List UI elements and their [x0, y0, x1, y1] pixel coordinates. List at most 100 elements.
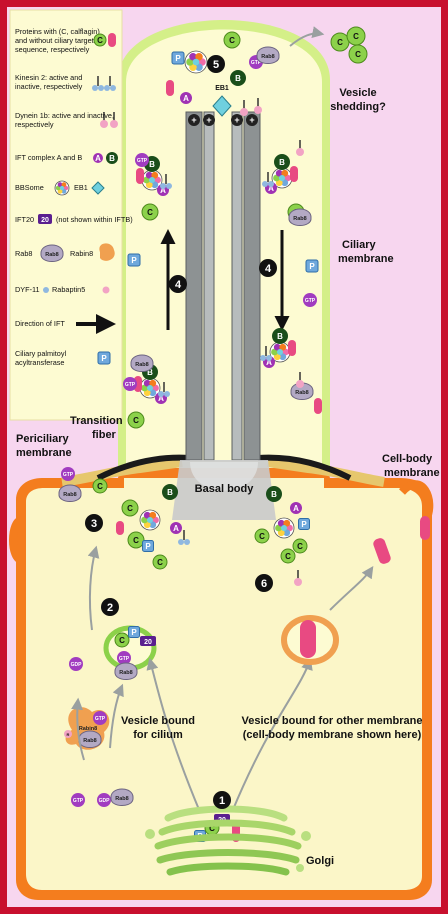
dynein [296, 372, 304, 388]
protein-no-cts [136, 168, 144, 184]
periciliary-label-1: Periciliary [16, 433, 69, 445]
protein-c-letter: C [97, 36, 103, 45]
gtp-letter: GDP [71, 662, 83, 668]
ift-b-complex: B [162, 484, 178, 500]
step-1-label: 1 [219, 795, 225, 807]
palmitoyl-transferase: P [97, 351, 111, 365]
legend-rabin8-blob [99, 243, 115, 261]
bbsome [54, 180, 70, 196]
protein-c-letter: C [353, 32, 359, 41]
cilioplasm [126, 29, 322, 468]
protein-c-letter: C [133, 416, 139, 425]
ift-b-complex: B [266, 486, 282, 502]
transition-fiber-label-2: fiber [92, 429, 117, 441]
step-marker-6: 6 [255, 574, 273, 592]
legend-eb1: EB1 [74, 183, 88, 192]
vesicle-other-membrane [281, 615, 339, 665]
step-marker-2: 2 [101, 598, 119, 616]
rab8-letter: Rab8 [119, 670, 132, 676]
step-2-label: 2 [107, 602, 113, 614]
ift-a-complex: A [157, 184, 169, 196]
gtp-rab8: GTP [71, 793, 85, 807]
calflagin-protein: C [280, 548, 296, 564]
calflagin-protein: C [141, 203, 159, 221]
calflagin-protein: C [121, 499, 139, 517]
gtp-letter: GTP [137, 158, 148, 164]
calflagin-protein: C [92, 478, 108, 494]
basal-body-label: Basal body [195, 483, 255, 495]
rab8-letter: Rab8 [295, 390, 308, 396]
bbsome [141, 169, 163, 191]
step-marker-1: 1 [213, 791, 231, 809]
ift-train: BA [260, 328, 296, 368]
step-3-label: 3 [91, 518, 97, 530]
step-4a-label: 4 [175, 279, 182, 291]
golgi-label: Golgi [306, 855, 334, 867]
ift-a-complex: A [180, 92, 192, 104]
legend-ift20-note: (not shown within IFTB) [56, 215, 133, 224]
protein-c-letter: C [157, 558, 163, 567]
vesicle-other-label-2: (cell-body membrane shown here) [243, 729, 422, 741]
kinesin [92, 76, 104, 91]
ift-b-letter: B [147, 368, 153, 377]
legend-dynein: Dynein 1b: active and inactive,respectiv… [15, 111, 114, 129]
ift-a-complex: A [155, 392, 167, 404]
gtp-letter: GTP [119, 656, 130, 662]
gtp-letter: GTP [95, 716, 106, 722]
step-5-label: 5 [213, 59, 219, 71]
svg-text:+: + [206, 115, 211, 125]
ift-a-complex: A [263, 356, 275, 368]
calflagin-protein: C [93, 33, 107, 47]
ift-a-letter: A [293, 504, 299, 513]
protein-c-letter: C [119, 636, 125, 645]
legend-ift: IFT complex A and B [15, 153, 82, 162]
gtp-rab8: GTP [93, 711, 107, 725]
step-6-label: 6 [261, 578, 267, 590]
kinesin [260, 346, 272, 361]
bbsome [139, 509, 161, 531]
calflagin-protein: C [223, 31, 241, 49]
ciliary-membrane-label-2: membrane [338, 253, 394, 265]
ift-a-complex: A [170, 522, 182, 534]
palmitoyl-letter: P [101, 354, 107, 363]
kinesin [178, 530, 190, 545]
ift-b-letter: B [235, 74, 241, 83]
palmitoyl-transferase: P [142, 540, 154, 552]
ift-train: BA [262, 154, 298, 194]
gtp-rab8: GTP [61, 467, 75, 481]
step-marker-3: 3 [85, 514, 103, 532]
step-marker-4-right: 4 [259, 259, 277, 277]
gtp-letter: GTP [251, 60, 262, 66]
ift20-badge-text: 20 [144, 639, 152, 646]
gtp-letter: GTP [305, 298, 316, 304]
calflagin-protein: C [127, 531, 145, 549]
calflagin-protein: C [254, 528, 270, 544]
golgi [145, 805, 311, 876]
cell-body-label-2: membrane [384, 467, 440, 479]
bbsome [139, 377, 161, 399]
ift-b-complex: B [272, 328, 288, 344]
rab8: Rab8 [114, 662, 138, 680]
protein-no-cts [166, 80, 174, 96]
calflagin-protein: C [330, 32, 350, 52]
bbsome [269, 341, 291, 363]
protein-c-letter: C [355, 50, 361, 59]
dynein [100, 112, 108, 128]
protein-c-letter: C [133, 536, 139, 545]
ift-a-letter: A [95, 154, 101, 163]
protein-c-letter: C [209, 824, 215, 833]
rabaptin: R [64, 730, 72, 738]
rab8-letter: Rab8 [115, 796, 128, 802]
ciliary-membrane-label-1: Ciliary [342, 239, 377, 251]
legend-eb1-diamond [91, 181, 105, 195]
diagram-labels: Vesicle shedding? Ciliary membrane Trans… [16, 87, 440, 867]
legend-proteins: Proteins with (C, calflagin)and without … [15, 27, 103, 54]
step-4b-label: 4 [265, 263, 272, 275]
vesicle-shedding-label-1: Vesicle [339, 87, 376, 99]
palmitoyl-transferase: P [128, 626, 140, 638]
step-marker-4-left: 4 [169, 275, 187, 293]
ift-a-letter: A [268, 184, 274, 193]
legend-rabaptin5-dot [102, 286, 110, 294]
